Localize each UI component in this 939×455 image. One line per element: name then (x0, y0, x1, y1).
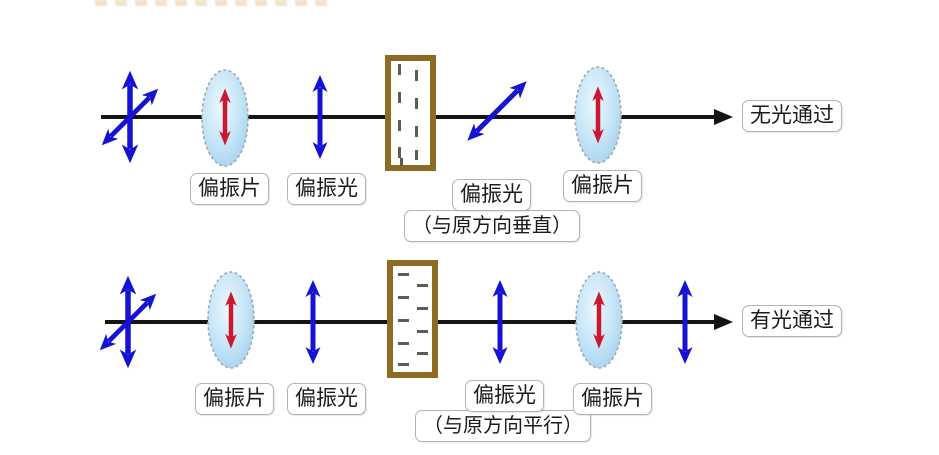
label-polarizer-left-top: 偏振片 (190, 173, 269, 205)
label-polarized-light-bottom: 偏振光 (287, 383, 366, 415)
polarizer-lens-icon (574, 66, 622, 164)
polarizer-lens-icon (575, 271, 623, 369)
label-polarized-light-top: 偏振光 (287, 173, 366, 205)
label-polarizer-left-bottom: 偏振片 (195, 383, 274, 415)
cropped-heading-remnant (95, 0, 330, 6)
label-polarizer-right-top: 偏振片 (563, 170, 642, 202)
beam-arrowhead-icon (714, 109, 733, 125)
liquid-crystal-cell-icon (385, 55, 436, 171)
polarizer-lens-icon (207, 271, 255, 369)
label-after-cell-line1-top: 偏振光 (452, 179, 531, 211)
beam-arrowhead-icon (714, 314, 733, 330)
label-result-top: 无光通过 (742, 100, 842, 132)
liquid-crystal-cell-icon (387, 260, 438, 378)
label-result-bottom: 有光通过 (742, 305, 842, 337)
label-after-cell-line2-bottom: （与原方向平行） (415, 410, 591, 442)
polarizer-lens-icon (201, 69, 249, 167)
label-polarizer-right-bottom: 偏振片 (573, 383, 652, 415)
label-after-cell-line1-bottom: 偏振光 (465, 380, 544, 412)
label-after-cell-line2-top: （与原方向垂直） (404, 210, 580, 242)
rotated-polarized-light-arrow-icon (462, 76, 532, 146)
